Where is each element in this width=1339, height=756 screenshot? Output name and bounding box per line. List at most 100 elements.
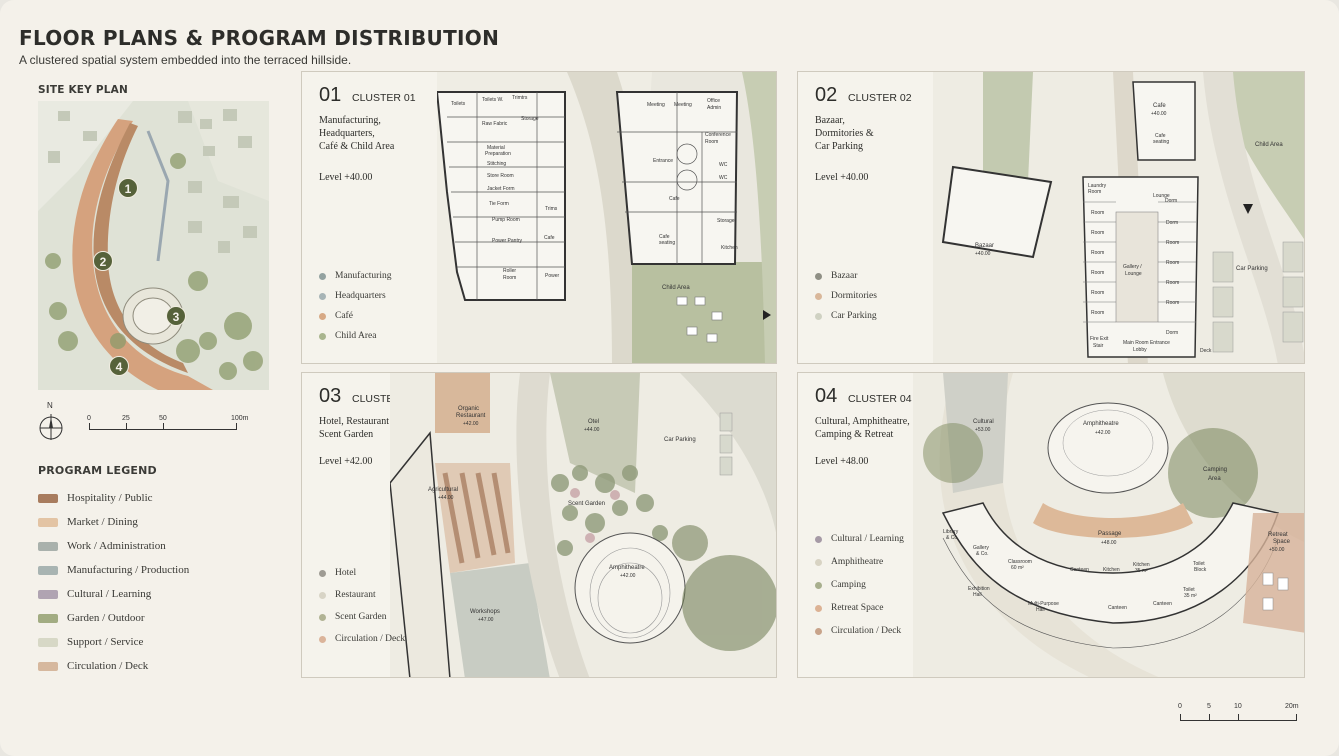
panel-legend-label: Circulation / Deck: [335, 634, 406, 644]
svg-text:Tie Form: Tie Form: [489, 201, 509, 207]
panel-description: Manufacturing, Headquarters, Café & Chil…: [319, 114, 429, 153]
legend-label: Cultural / Learning: [67, 588, 152, 600]
svg-text:+48.00: +48.00: [1101, 540, 1117, 546]
panel-cluster-title: CLUSTER 02: [848, 92, 912, 104]
svg-text:Amphitheatre: Amphitheatre: [609, 565, 645, 571]
panel-cluster-title: CLUSTER 01: [352, 92, 416, 104]
panel-legend-label: Dormitories: [831, 291, 877, 301]
legend-dot: [815, 558, 822, 566]
svg-text:Cafe: Cafe: [1155, 133, 1166, 139]
svg-text:seating: seating: [659, 240, 675, 246]
panel-legend-item: Retreat Space: [815, 602, 884, 614]
svg-text:Room: Room: [1166, 300, 1179, 306]
legend-swatch: [38, 613, 58, 623]
panel-level: Level +42.00: [319, 456, 373, 467]
panel-cluster-01[interactable]: 01 CLUSTER 01 Manufacturing, Headquarter…: [301, 71, 777, 364]
site-scale-bar: [89, 420, 237, 430]
panel-cluster-02[interactable]: 02 CLUSTER 02 Bazaar, Dormitories & Car …: [797, 71, 1305, 364]
panel-cluster-03[interactable]: 03 CLUSTER 03 Hotel, Restaurant & Scent …: [301, 372, 777, 678]
svg-text:Deck: Deck: [1200, 348, 1212, 354]
program-legend-item: Garden / Outdoor: [38, 611, 145, 625]
svg-text:+44.00: +44.00: [438, 495, 454, 501]
panel-legend-item: Cultural / Learning: [815, 533, 904, 545]
svg-text:Passage: Passage: [1098, 531, 1122, 537]
site-key-plan: 1 2 3 4: [38, 101, 269, 390]
legend-label: Circulation / Deck: [67, 660, 149, 672]
svg-text:Car Parking: Car Parking: [1236, 266, 1268, 272]
page-scale-10: 10: [1234, 703, 1242, 710]
svg-text:Camping: Camping: [1203, 467, 1227, 473]
panel-legend-label: Manufacturing: [335, 271, 392, 281]
svg-text:Office: Office: [707, 98, 720, 104]
site-scale-25: 25: [122, 415, 130, 422]
svg-text:Library: Library: [943, 529, 959, 535]
panel-number: 04: [815, 385, 838, 407]
page-title: FLOOR PLANS & PROGRAM DISTRIBUTION: [19, 26, 500, 50]
svg-text:Dorm: Dorm: [1166, 220, 1178, 226]
panel-legend-item: Amphitheatre: [815, 556, 883, 568]
key-marker-1[interactable]: 1: [118, 178, 138, 198]
svg-text:Cafe: Cafe: [1153, 103, 1166, 109]
legend-dot: [815, 292, 822, 300]
svg-text:Trimtrs: Trimtrs: [512, 95, 528, 101]
svg-text:Canteen: Canteen: [1070, 567, 1089, 573]
panel-cluster-04[interactable]: 04 CLUSTER 04 Cultural, Amphitheatre, Ca…: [797, 372, 1305, 678]
key-marker-2[interactable]: 2: [93, 251, 113, 271]
north-arrow-icon: [39, 414, 63, 440]
legend-dot: [319, 613, 326, 621]
svg-text:Child Area: Child Area: [1255, 142, 1283, 148]
svg-text:Trims: Trims: [545, 206, 558, 212]
program-legend-item: Hospitality / Public: [38, 491, 153, 505]
svg-text:Room: Room: [1166, 280, 1179, 286]
svg-text:Preparation: Preparation: [485, 151, 511, 157]
svg-text:Power Pantry: Power Pantry: [492, 238, 523, 244]
legend-swatch: [38, 493, 58, 503]
page-subtitle: A clustered spatial system embedded into…: [19, 53, 352, 67]
panel-legend-item: Hotel: [319, 567, 356, 579]
svg-text:Organic: Organic: [458, 406, 479, 412]
svg-text:Kitchen: Kitchen: [1103, 567, 1120, 573]
panel-level: Level +40.00: [815, 172, 869, 183]
legend-label: Support / Service: [67, 636, 144, 648]
desc-line: Café & Child Area: [319, 141, 395, 152]
program-legend-item: Support / Service: [38, 635, 143, 649]
svg-text:Material: Material: [487, 145, 505, 151]
key-marker-4[interactable]: 4: [109, 356, 129, 376]
panel-legend-label: Scent Garden: [335, 612, 387, 622]
svg-text:Admin: Admin: [707, 105, 721, 111]
desc-line: Manufacturing,: [319, 115, 381, 126]
legend-dot: [319, 569, 326, 577]
panel-legend-label: Headquarters: [335, 291, 386, 301]
desc-line: Cultural, Amphitheatre,: [815, 416, 910, 427]
page-scale-bar: [1180, 713, 1297, 721]
desc-line: Camping & Retreat: [815, 429, 894, 440]
svg-text:Room: Room: [1166, 260, 1179, 266]
legend-dot: [815, 535, 822, 543]
site-scale-0: 0: [87, 415, 91, 422]
svg-text:Room: Room: [1091, 250, 1104, 256]
legend-dot: [319, 312, 326, 320]
svg-text:Otel: Otel: [588, 419, 599, 425]
legend-label: Hospitality / Public: [67, 492, 153, 504]
svg-text:+47.00: +47.00: [478, 617, 494, 623]
legend-swatch: [38, 541, 58, 551]
key-marker-3[interactable]: 3: [166, 306, 186, 326]
svg-text:Room: Room: [1091, 290, 1104, 296]
site-scale-50: 50: [159, 415, 167, 422]
legend-swatch: [38, 637, 58, 647]
page-scale-0: 0: [1178, 703, 1182, 710]
legend-dot: [815, 604, 822, 612]
legend-label: Market / Dining: [67, 516, 138, 528]
panel-legend-item: Headquarters: [319, 290, 386, 302]
svg-text:Space: Space: [1273, 539, 1291, 545]
panel-legend-label: Camping: [831, 580, 866, 590]
panel-legend-item: Camping: [815, 579, 866, 591]
panel-legend-item: Child Area: [319, 330, 376, 342]
legend-dot: [815, 312, 822, 320]
program-legend-label: PROGRAM LEGEND: [38, 464, 157, 477]
site-scale-100: 100m: [231, 415, 249, 422]
svg-text:Room: Room: [1091, 310, 1104, 316]
legend-swatch: [38, 517, 58, 527]
